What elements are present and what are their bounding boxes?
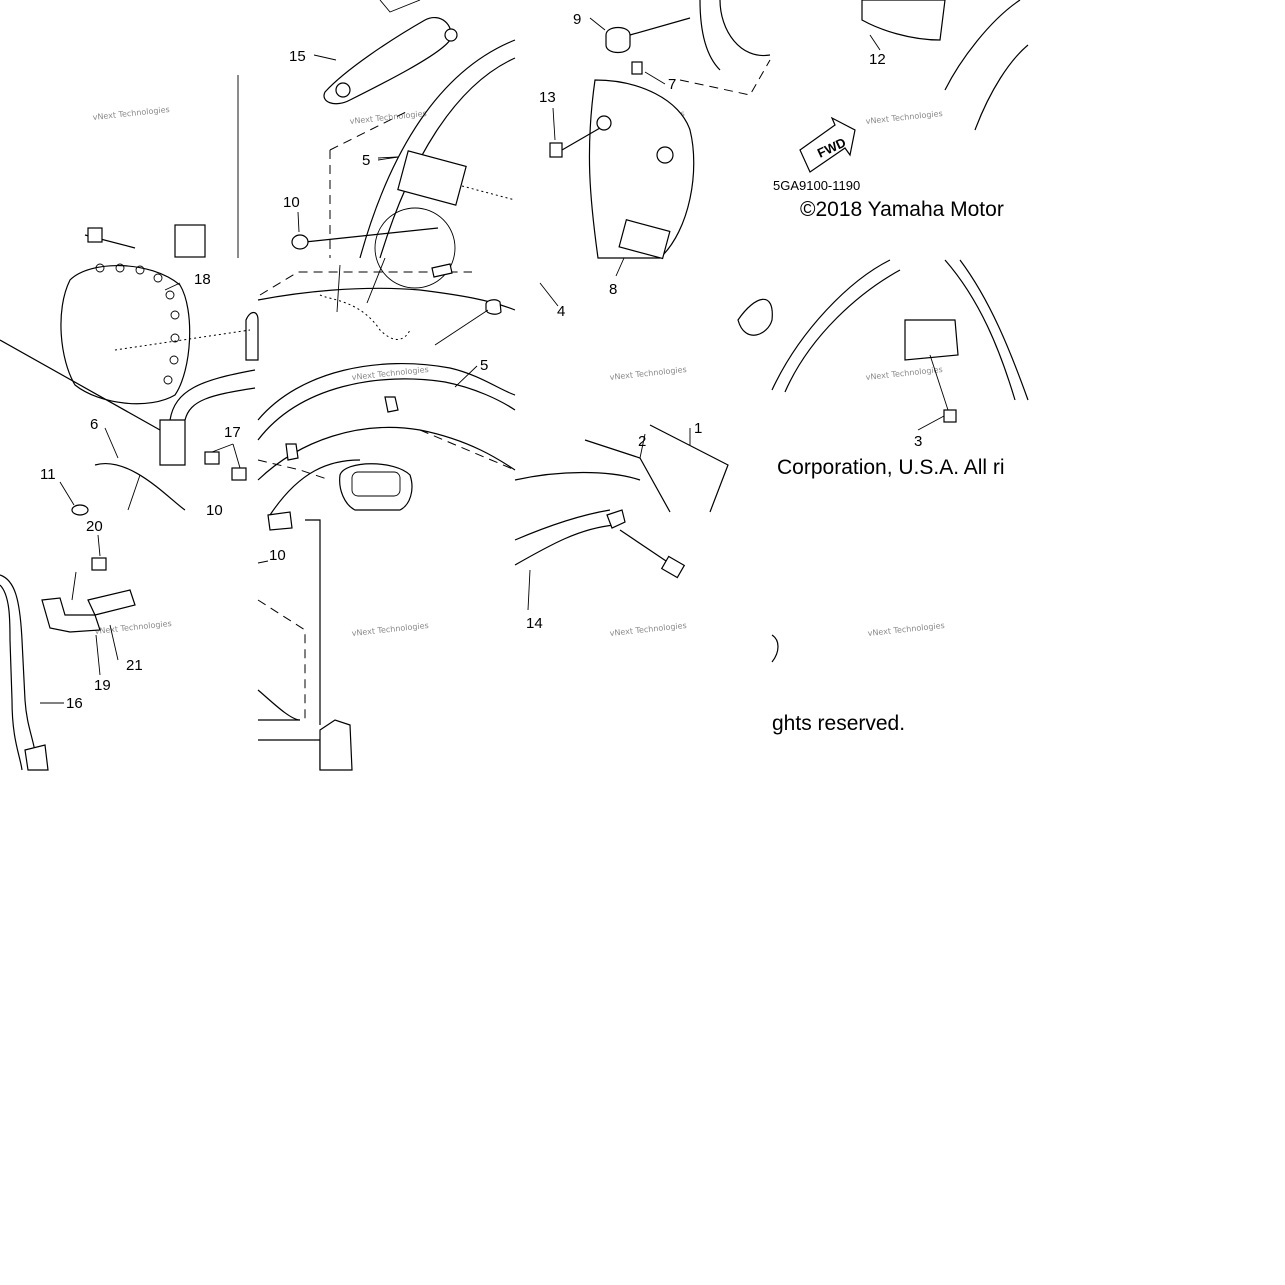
- callout-10: 10: [206, 502, 223, 519]
- nut: [485, 299, 502, 315]
- watermark: vNext Technologies: [609, 365, 687, 382]
- callout-8: 8: [609, 281, 617, 298]
- reflector: [339, 463, 413, 511]
- callout-3: 3: [914, 433, 922, 450]
- watermark: vNext Technologies: [609, 621, 687, 638]
- watermark: vNext Technologies: [92, 105, 170, 122]
- callout-4: 4: [557, 303, 565, 320]
- grommet-10: [291, 234, 309, 250]
- bolt-20: [91, 557, 107, 571]
- callout-13: 13: [539, 89, 556, 106]
- tile-top-right: [549, 0, 771, 260]
- callout-11: 11: [40, 466, 56, 483]
- callout-6: 6: [90, 416, 98, 433]
- bracket-19: [41, 597, 101, 633]
- copyright-line-3: ghts reserved.: [772, 712, 905, 735]
- callout-16: 16: [66, 695, 83, 712]
- watermark: vNext Technologies: [867, 621, 945, 638]
- copyright-line-2: Corporation, U.S.A. All ri: [777, 456, 1005, 479]
- callout-20: 20: [86, 518, 103, 535]
- callout-2: 2: [638, 433, 646, 450]
- cover-8: [588, 79, 695, 259]
- bracket-part: [159, 419, 186, 466]
- panel-cutout: [397, 150, 467, 206]
- tile-bottom-left: [0, 557, 136, 771]
- tile-middle-diagram: [514, 424, 729, 611]
- callout-9: 9: [573, 11, 581, 28]
- drawing-code: 5GA9100-1190: [773, 178, 860, 193]
- fwd-arrow: [799, 116, 856, 173]
- bolt-17: [204, 451, 220, 465]
- callout-5: 5: [480, 357, 488, 374]
- bolt-13: [549, 142, 563, 158]
- bracket-12: [861, 0, 946, 41]
- tile-bottom-center: [257, 511, 353, 771]
- pad-21: [87, 589, 136, 616]
- callout-19: 19: [94, 677, 111, 694]
- callout-21: 21: [126, 657, 143, 674]
- callout-12: 12: [869, 51, 886, 68]
- bolt-3: [943, 409, 957, 423]
- tile-middle-far-right: Corporation, U.S.A. All ri: [737, 259, 1029, 479]
- callout-labels: 15 5 10 18 6 17 11 10 20 21 19 16 10 5 4…: [40, 11, 922, 712]
- bracket-part: [174, 224, 206, 258]
- watermark: vNext Technologies: [865, 109, 943, 126]
- callout-1: 1: [694, 420, 702, 437]
- tile-top-middle: [291, 0, 516, 289]
- callout-15: 15: [289, 48, 306, 65]
- callout-14: 14: [526, 615, 543, 632]
- grommet-9: [605, 26, 631, 54]
- watermark: vNext Technologies: [94, 619, 172, 636]
- bolt-14: [660, 555, 686, 579]
- callout-17: 17: [224, 424, 241, 441]
- pad-18: [60, 265, 191, 405]
- bracket-part: [904, 319, 959, 361]
- copyright-line-1: ©2018 Yamaha Motor: [800, 198, 1004, 221]
- leader-lines: [40, 17, 945, 704]
- tile-center: [245, 257, 516, 516]
- callout-10: 10: [283, 194, 300, 211]
- callout-18: 18: [194, 271, 211, 288]
- bolt-17: [231, 467, 247, 481]
- washer-11: [71, 504, 89, 516]
- bolt-7: [631, 61, 643, 75]
- tile-middle-left: [0, 263, 256, 516]
- tile-bottom-far-right: ghts reserved.: [771, 634, 905, 735]
- watermark: vNext Technologies: [351, 621, 429, 638]
- callout-10: 10: [269, 547, 286, 564]
- tile-top-left: [84, 75, 239, 258]
- nut: [431, 263, 453, 278]
- callout-5: 5: [362, 152, 370, 169]
- tile-top-far-right: FWD 5GA9100-1190 ©2018 Yamaha Motor: [773, 0, 1029, 221]
- bolt-head: [87, 227, 103, 243]
- watermark: vNext Technologies: [349, 109, 427, 126]
- watermark: vNext Technologies: [865, 365, 943, 382]
- callout-7: 7: [668, 76, 676, 93]
